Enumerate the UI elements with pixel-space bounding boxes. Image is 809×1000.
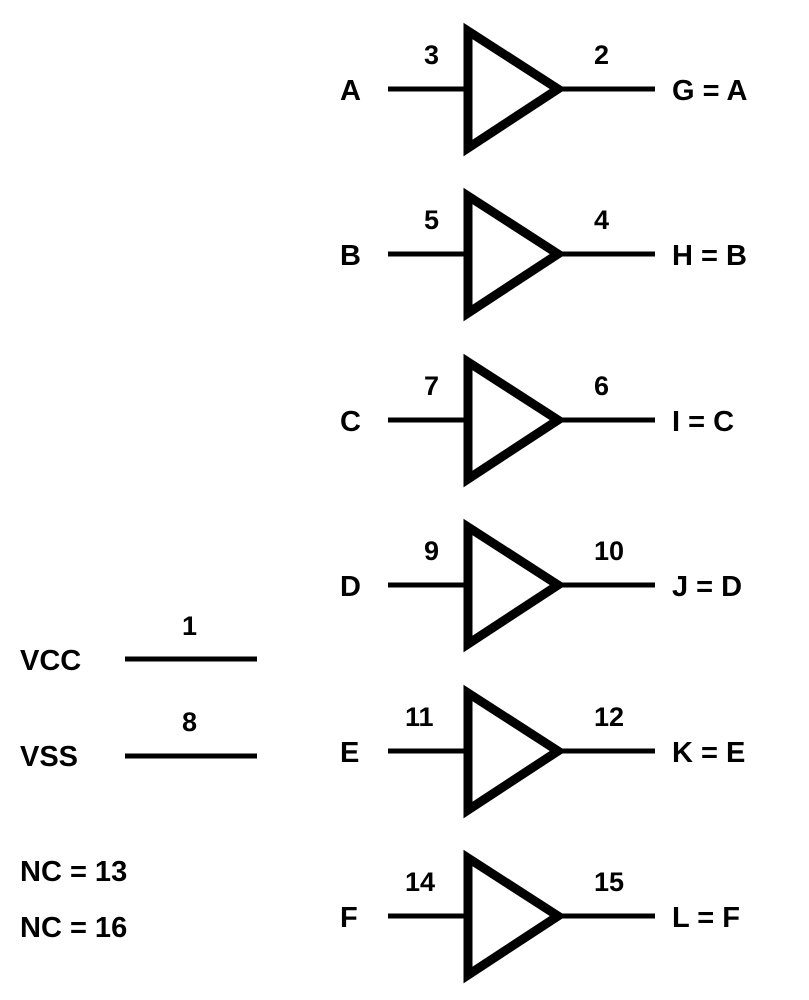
vss-pin-number: 8 [182, 707, 197, 737]
output-label-4: J = D [672, 571, 742, 603]
buffer-gate-5: E 11 12 K = E [340, 684, 745, 819]
vcc-label: VCC [20, 645, 81, 677]
input-label-5: E [340, 737, 359, 769]
buffer-triangle-4 [463, 518, 567, 653]
buffer-gate-1: A 3 2 G = A [340, 22, 748, 157]
output-label-2: H = B [672, 240, 747, 272]
output-pin-1: 2 [594, 40, 609, 70]
buffer-triangle-5 [463, 684, 567, 819]
input-label-2: B [340, 240, 361, 272]
buffer-gate-4: D 9 10 J = D [340, 518, 742, 653]
vss-label: VSS [20, 741, 78, 773]
input-label-6: F [340, 902, 358, 934]
output-pin-3: 6 [594, 371, 609, 401]
buffer-gate-6: F 14 15 L = F [340, 849, 740, 984]
output-pin-5: 12 [594, 702, 624, 732]
output-label-5: K = E [672, 737, 745, 769]
input-label-1: A [340, 75, 361, 107]
vss-power-pin: VSS 8 [20, 707, 257, 773]
output-label-6: L = F [672, 902, 740, 934]
output-label-1: G = A [672, 75, 748, 107]
input-pin-6: 14 [405, 867, 435, 897]
input-label-3: C [340, 406, 361, 438]
input-label-4: D [340, 571, 361, 603]
no-connect-note-1: NC = 13 [20, 856, 127, 888]
buffer-triangle-6 [463, 849, 567, 984]
buffer-triangle-1 [463, 22, 567, 157]
output-label-3: I = C [672, 406, 734, 438]
input-pin-5: 11 [405, 702, 434, 732]
output-pin-6: 15 [594, 867, 624, 897]
buffer-triangle-3 [463, 353, 567, 488]
output-pin-2: 4 [594, 205, 609, 235]
no-connect-note-2: NC = 16 [20, 912, 127, 944]
input-pin-4: 9 [424, 536, 439, 566]
buffer-triangle-2 [463, 187, 567, 322]
input-pin-3: 7 [424, 371, 439, 401]
input-pin-1: 3 [424, 40, 439, 70]
buffer-gate-3: C 7 6 I = C [340, 353, 734, 488]
buffer-gate-2: B 5 4 H = B [340, 187, 747, 322]
vcc-pin-number: 1 [182, 611, 197, 641]
output-pin-4: 10 [594, 536, 624, 566]
vcc-power-pin: VCC 1 [20, 611, 257, 677]
input-pin-2: 5 [424, 205, 439, 235]
